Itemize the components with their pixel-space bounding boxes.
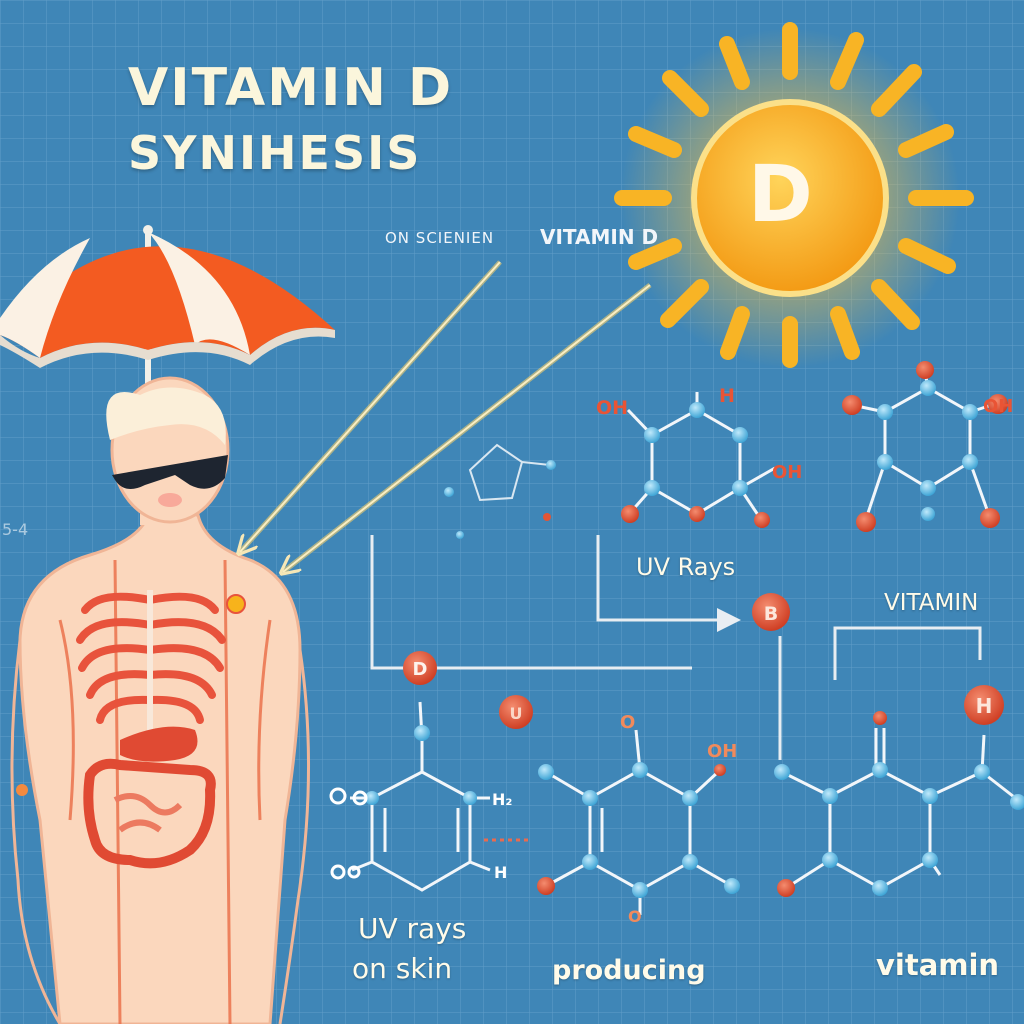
molecule-bottom-left bbox=[329, 701, 491, 892]
atom-label-h2: H₂ bbox=[492, 790, 512, 809]
atom-text-labels: OH H OH OH O OH H₂ H O bbox=[492, 385, 1013, 926]
atom-label-o-2: O bbox=[628, 907, 642, 926]
faint-molecule bbox=[468, 443, 551, 502]
atom-label-h: H bbox=[976, 694, 993, 718]
label-vitamin-right: VITAMIN bbox=[884, 590, 979, 616]
title-line-1: VITAMIN D bbox=[128, 58, 454, 118]
atom-label-oh-4: OH bbox=[707, 741, 737, 762]
molecule-bottom-middle bbox=[537, 729, 740, 915]
title-line-2: SYNIHESIS bbox=[128, 126, 422, 180]
atom-label-o-1: O bbox=[620, 712, 635, 733]
atom-d-center: D bbox=[403, 651, 437, 685]
molecule-bottom-right bbox=[774, 711, 1024, 897]
atom-label-oh-1: OH bbox=[596, 397, 628, 419]
subtitle-prefix: ON SCIENIEN bbox=[385, 229, 495, 247]
uv-arrows bbox=[240, 260, 652, 572]
atom-label-h-1: H bbox=[719, 385, 735, 407]
label-uv-rays-skin-1: UV rays bbox=[358, 912, 467, 945]
sun-letter: D bbox=[748, 150, 813, 240]
atom-label-u: U bbox=[510, 704, 523, 723]
label-uv-rays-skin-2: on skin bbox=[352, 952, 453, 985]
edge-mark: 5-4 bbox=[2, 520, 29, 539]
atom-u: U bbox=[499, 695, 533, 729]
atom-label-oh-2: OH bbox=[772, 462, 802, 483]
sunglasses-icon bbox=[112, 455, 228, 489]
atom-label-b: B bbox=[764, 603, 778, 625]
sun-icon bbox=[614, 22, 974, 368]
label-uv-rays: UV Rays bbox=[636, 553, 736, 581]
label-producing: producing bbox=[552, 955, 706, 986]
flow-lines bbox=[370, 535, 982, 760]
molecule-top-1 bbox=[621, 392, 776, 528]
atom-b: B bbox=[752, 593, 790, 631]
atom-label-d: D bbox=[413, 659, 428, 680]
atom-label-h-ring: H bbox=[494, 863, 507, 882]
subtitle-main: VITAMIN D bbox=[540, 225, 659, 249]
intestines bbox=[83, 758, 216, 869]
molecule-top-2 bbox=[842, 361, 1008, 532]
label-vitamin-bottom: vitamin bbox=[876, 948, 1000, 982]
atom-h-right: H bbox=[964, 685, 1004, 725]
person-figure bbox=[10, 376, 310, 1024]
rib-cage bbox=[76, 592, 226, 724]
atom-label-oh-3: OH bbox=[983, 396, 1013, 417]
